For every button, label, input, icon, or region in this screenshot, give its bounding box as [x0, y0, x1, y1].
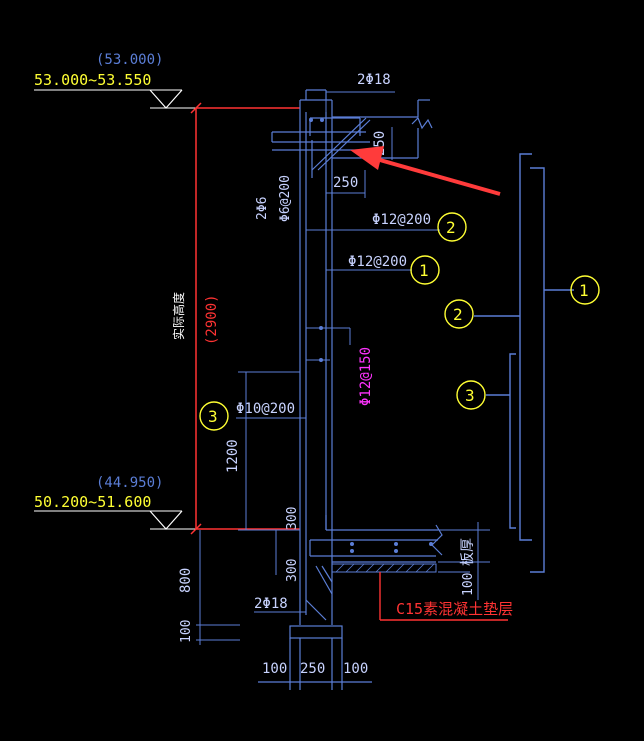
retaining-wall	[271, 89, 433, 625]
rebar-3-label: Φ10@200	[236, 401, 295, 417]
rebar-1-marker-text: 1	[419, 261, 429, 280]
slab-rebar-dots	[350, 542, 433, 553]
rebar-3-marker	[199, 401, 229, 431]
bottom-elevation-range: 50.200~51.600	[34, 493, 151, 511]
legend-brackets	[474, 153, 574, 573]
bottom-rebar-label: 2Φ18	[254, 596, 288, 612]
bottom-elevation-ref: (44.950)	[96, 475, 163, 491]
top-rebar-dots	[309, 118, 324, 122]
slab-thickness-label: 板厚	[460, 538, 476, 566]
legend-marker-2	[444, 299, 474, 329]
rebar-1-marker	[410, 255, 440, 285]
top-elevation-marker: (53.000) 53.000~53.550	[34, 52, 196, 109]
rebar-2-marker-text: 2	[446, 218, 456, 237]
rebar-1-label: Φ12@200	[348, 254, 407, 270]
left-dimension-lines	[196, 371, 300, 645]
dim-100-right: 100	[461, 573, 476, 596]
rebar-2-label: Φ12@200	[372, 212, 431, 228]
bottom-elevation-triangle	[149, 510, 183, 530]
base-dim-100-b: 100	[343, 661, 368, 677]
top-elevation-ref: (53.000)	[96, 52, 163, 68]
cushion-leader	[379, 572, 508, 621]
red-pointer-arrow	[350, 146, 501, 196]
top-elevation-range: 53.000~53.550	[34, 71, 151, 89]
actual-height-value: (2900)	[204, 294, 220, 345]
actual-height-label: 实际高度	[171, 292, 186, 340]
bottom-elevation-marker: (44.950) 50.200~51.600	[34, 475, 196, 530]
dim-250-horizontal: 250	[333, 175, 358, 191]
stirrup-spacing-label: Φ6@200	[278, 175, 293, 222]
cushion-hatch	[335, 563, 435, 573]
base-dim-250: 250	[300, 661, 325, 677]
legend-marker-1	[570, 275, 600, 305]
stirrup-label: 2Φ6	[255, 197, 270, 220]
rebar-mid-label: Φ12@150	[358, 347, 374, 406]
rebar-3-marker-text: 3	[208, 407, 218, 426]
legend-marker-1-text: 1	[579, 281, 589, 300]
top-elevation-triangle	[149, 89, 183, 109]
base-dim-100-a: 100	[262, 661, 287, 677]
dim-300-a: 300	[285, 507, 300, 530]
floor-slab	[305, 515, 443, 621]
legend-marker-3-text: 3	[465, 386, 475, 405]
dim-300-b: 300	[285, 559, 300, 582]
dim-800: 800	[178, 568, 194, 593]
dim-100-left: 100	[179, 620, 194, 643]
rebar-2-marker	[437, 212, 467, 242]
top-rebar-label: 2Φ18	[357, 72, 391, 88]
legend-marker-3	[456, 380, 486, 410]
dim-1200: 1200	[225, 439, 241, 473]
footing	[258, 625, 372, 690]
cushion-label: C15素混凝土垫层	[396, 600, 513, 618]
legend-marker-2-text: 2	[453, 305, 463, 324]
actual-height-dimension: 实际高度 (2900)	[171, 102, 300, 535]
